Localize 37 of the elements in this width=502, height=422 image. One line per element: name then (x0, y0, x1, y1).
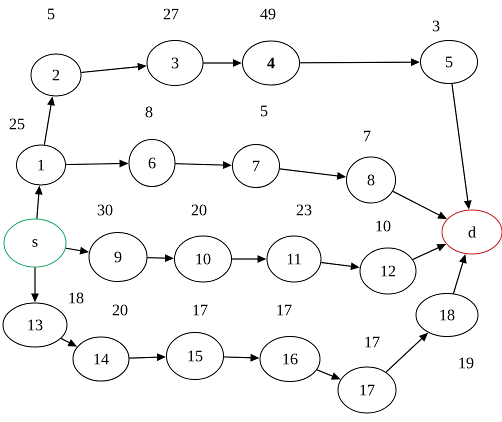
weight-label: 20 (192, 204, 206, 216)
ellipse-node: s (4, 218, 66, 268)
weight-label: 25 (10, 118, 24, 130)
ellipse-node: 14 (72, 336, 130, 382)
weight-label: 19 (459, 358, 474, 368)
weight-label: 8 (146, 106, 152, 118)
weight-label: 7 (364, 130, 371, 142)
ellipse-node: 3 (146, 40, 204, 86)
ellipse-node: 5 (420, 40, 478, 84)
weight-label: 3 (432, 20, 440, 32)
ellipse-node: 17 (338, 366, 396, 414)
ellipse-node: 15 (166, 332, 224, 380)
weight-label: 30 (98, 204, 112, 216)
weight-label: 5 (48, 8, 54, 20)
ellipse-node: 7 (232, 144, 280, 188)
weight-label: 17 (193, 304, 208, 316)
weight-label: 20 (112, 304, 128, 316)
ellipse-node: 6 (128, 139, 176, 187)
weight-label: 23 (296, 204, 312, 216)
ellipse-node: 11 (266, 236, 322, 282)
weight-label: 18 (69, 292, 84, 304)
ellipse-node: 9 (88, 232, 148, 282)
ellipse-node: 18 (416, 293, 478, 337)
ellipse-node: 2 (30, 54, 82, 96)
weight-label: 17 (277, 304, 292, 316)
weight-label: 17 (365, 336, 380, 348)
ellipse-node: 10 (174, 236, 232, 282)
ellipse-node: 12 (360, 248, 416, 294)
weight-label: 27 (164, 8, 179, 20)
ellipse-node: 13 (2, 302, 68, 348)
ellipse-node: 16 (260, 336, 320, 382)
weight-label: 49 (260, 8, 276, 20)
ellipse-node: 1 (16, 144, 66, 186)
weight-label: 5 (260, 106, 268, 116)
ellipse-node: 4 (242, 40, 300, 86)
ellipse-node: 8 (346, 156, 396, 204)
weight-label: 10 (376, 220, 390, 232)
